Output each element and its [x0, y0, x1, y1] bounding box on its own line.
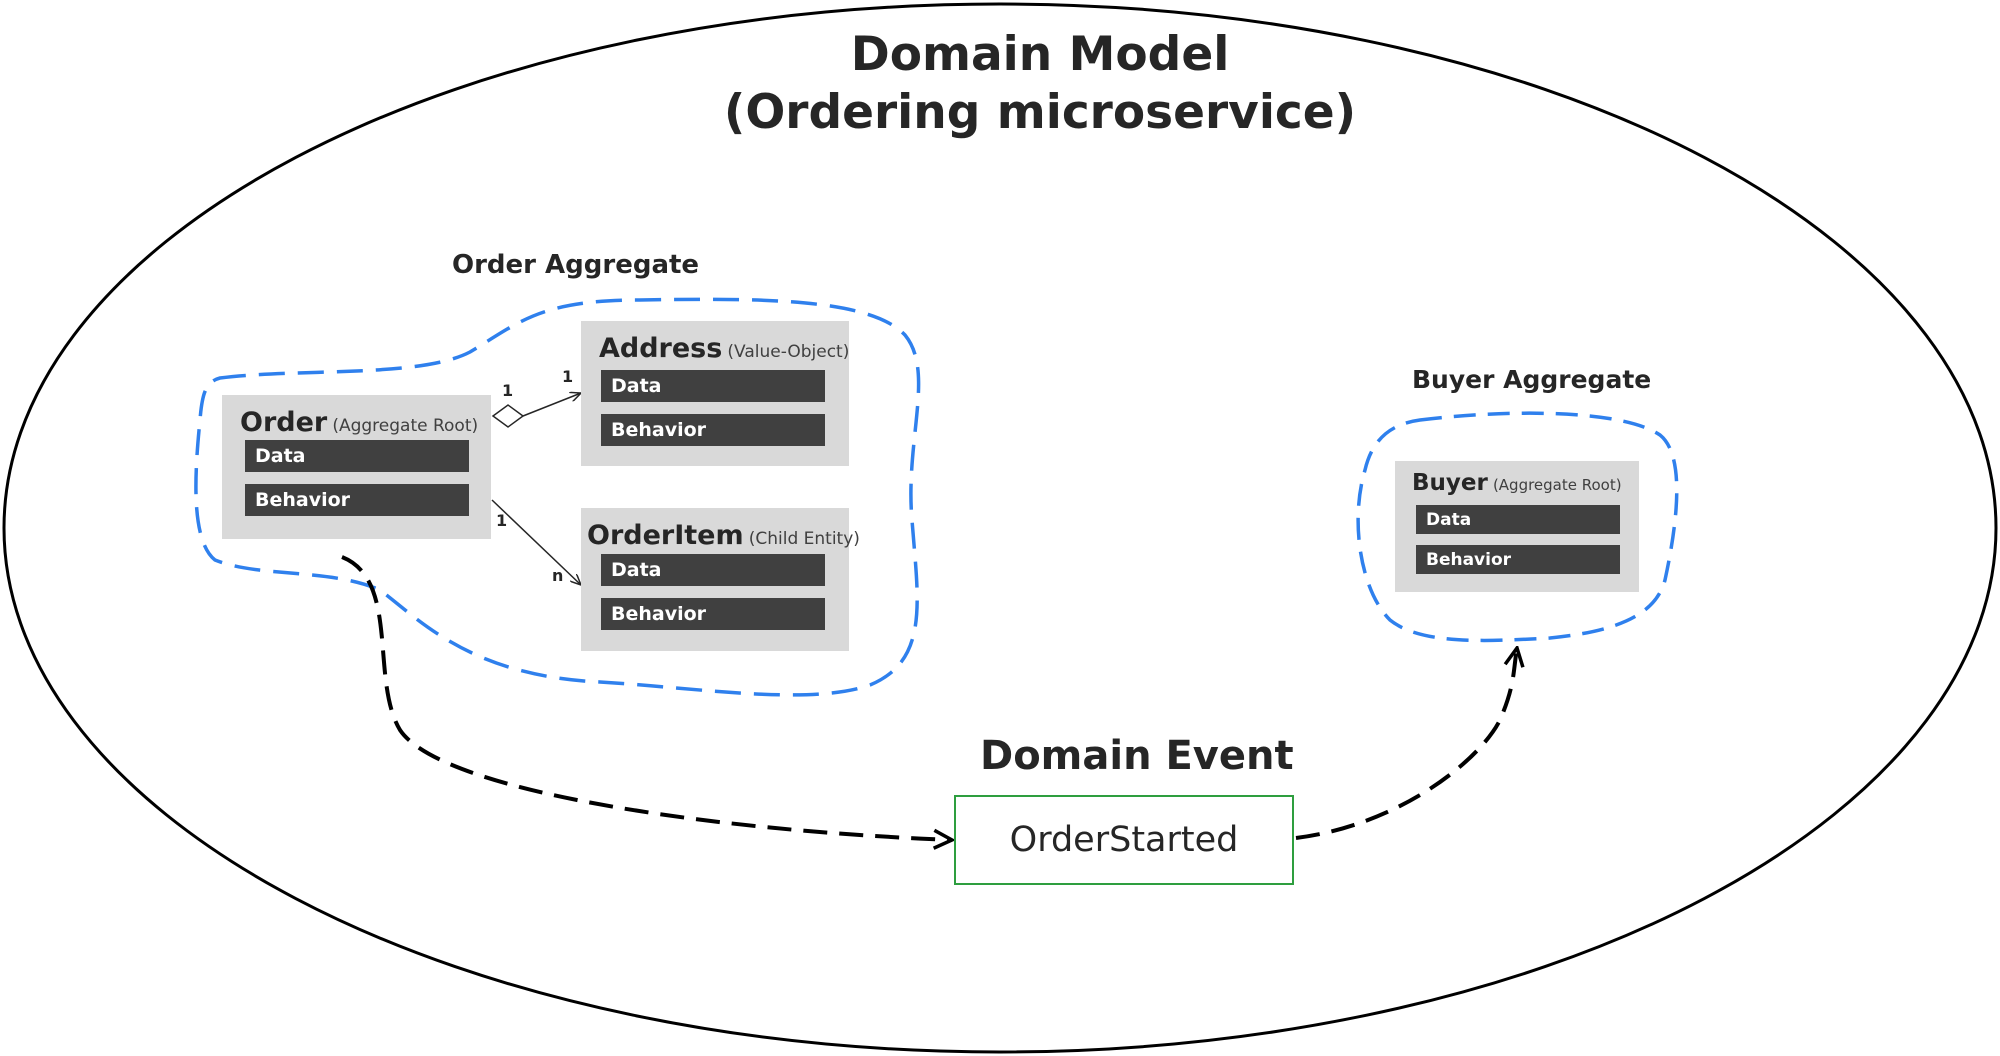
address-entity-header: Address (Value-Object) [599, 333, 849, 364]
order-orderitem-association [491, 499, 581, 585]
aggregation-diamond-icon [491, 404, 525, 428]
buyer-entity: Buyer (Aggregate Root) Data Behavior [1395, 461, 1639, 592]
order-behavior-bar: Behavior [245, 484, 469, 516]
address-source-multiplicity: 1 [502, 381, 514, 400]
buyer-data-bar: Data [1416, 505, 1620, 534]
address-entity-name: Address [599, 333, 723, 364]
buyer-aggregate-label: Buyer Aggregate [1412, 365, 1652, 394]
address-target-multiplicity: 1 [562, 367, 574, 386]
order-entity-kind: (Aggregate Root) [332, 416, 479, 436]
orderitem-entity-header: OrderItem (Child Entity) [587, 520, 860, 551]
orderitem-target-multiplicity: n [552, 566, 564, 585]
buyer-behavior-bar: Behavior [1416, 545, 1620, 574]
order-to-event-flow-arrow [341, 555, 952, 840]
buyer-entity-kind: (Aggregate Root) [1492, 476, 1622, 494]
event-to-buyer-flow-arrow [1295, 648, 1517, 840]
order-started-event-label: OrderStarted [1009, 820, 1239, 860]
orderitem-entity-name: OrderItem [587, 520, 744, 551]
buyer-entity-header: Buyer (Aggregate Root) [1412, 470, 1622, 496]
address-entity-kind: (Value-Object) [727, 342, 850, 362]
orderitem-behavior-bar: Behavior [601, 598, 825, 630]
order-data-bar: Data [245, 440, 469, 472]
address-entity: Address (Value-Object) Data Behavior [581, 321, 849, 466]
domain-event-title: Domain Event [980, 733, 1294, 779]
order-entity-header: Order (Aggregate Root) [240, 407, 478, 438]
orderitem-entity: OrderItem (Child Entity) Data Behavior [581, 508, 860, 651]
address-data-bar: Data [601, 370, 825, 402]
order-started-event-box: OrderStarted [954, 795, 1294, 885]
orderitem-source-multiplicity: 1 [496, 511, 508, 530]
orderitem-data-bar: Data [601, 554, 825, 586]
address-behavior-bar: Behavior [601, 414, 825, 446]
order-entity-name: Order [240, 407, 328, 438]
order-address-association [522, 393, 581, 417]
order-entity: Order (Aggregate Root) Data Behavior [222, 395, 491, 539]
diagram-title-line-1: Domain Model [850, 27, 1230, 82]
buyer-aggregate-boundary [1356, 411, 1679, 643]
order-aggregate-boundary [194, 297, 921, 697]
buyer-entity-name: Buyer [1412, 470, 1488, 496]
diagram-title-line-2: (Ordering microservice) [723, 85, 1357, 140]
order-aggregate-label: Order Aggregate [452, 250, 700, 280]
orderitem-entity-kind: (Child Entity) [748, 529, 860, 549]
